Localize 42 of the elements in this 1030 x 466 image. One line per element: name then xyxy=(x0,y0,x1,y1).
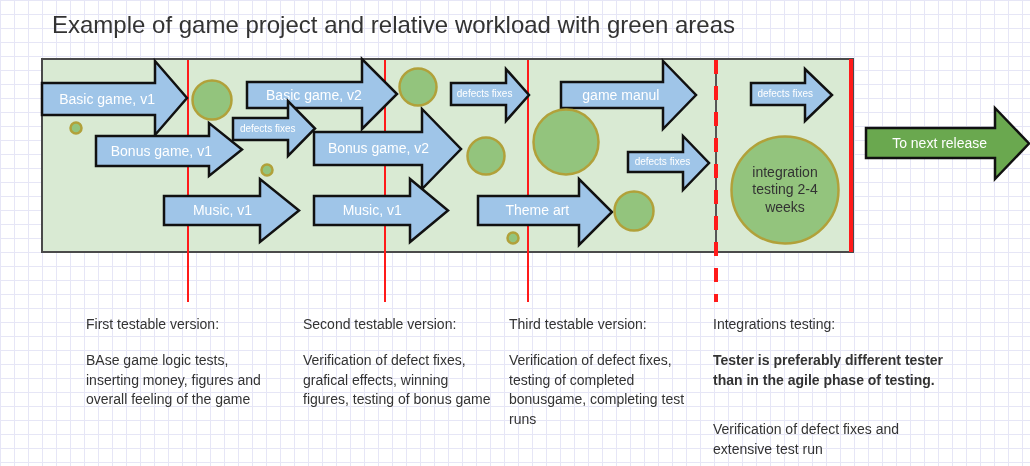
workload-circle xyxy=(506,231,520,245)
task-bar xyxy=(313,178,449,243)
note-text: Verification of defect fixes, testing of completed bonusgame, completing test runs xyxy=(509,351,686,429)
workload-circle xyxy=(466,136,506,176)
note-text: Verification of defect fixes and extensive test run xyxy=(713,420,900,459)
arrow-label: Basic game, v2 xyxy=(265,85,363,105)
workload-circle xyxy=(613,190,655,232)
arrow-label: defects fixes xyxy=(238,121,297,136)
task-bar xyxy=(477,178,613,246)
column-heading: Integrations testing: xyxy=(713,315,837,334)
arrow-label: Music, v1 xyxy=(341,201,403,221)
column-heading: First testable version: xyxy=(86,315,221,334)
arrow-label: defects fixes xyxy=(455,86,514,101)
arrow-label: Bonus game, v2 xyxy=(326,139,431,159)
workload-circle xyxy=(730,135,840,245)
workload-circle xyxy=(191,79,233,121)
task-bar xyxy=(450,68,530,122)
note-text: Tester is preferably different tester than in the agile phase of testing. xyxy=(713,351,945,390)
task-bar xyxy=(163,178,300,243)
column-heading: Second testable version: xyxy=(303,315,458,334)
task-bar xyxy=(865,107,1030,180)
task-bar xyxy=(313,108,462,190)
arrow-label: Basic game, v1 xyxy=(58,89,156,109)
workload-circle xyxy=(260,163,274,177)
arrow-label: defects fixes xyxy=(633,154,692,169)
timeline-band xyxy=(41,58,854,253)
arrow-label: defects fixes xyxy=(756,86,814,101)
diagram-title: Example of game project and relative workload with green areas xyxy=(52,11,736,39)
task-bar xyxy=(627,135,710,191)
arrow-label: Theme art xyxy=(504,201,571,221)
arrow-label: Bonus game, v1 xyxy=(109,141,213,161)
note-text: BAse game logic tests, inserting money, figures and overall feeling of the game xyxy=(86,351,262,409)
arrow-label: To next release xyxy=(891,133,989,153)
workload-circle xyxy=(398,67,438,107)
task-bar xyxy=(750,68,833,122)
workload-circle xyxy=(69,121,83,135)
workload-circle xyxy=(532,108,600,176)
note-text: Verification of defect fixes, grafical effects, winning figures, testing of bonus game xyxy=(303,351,492,409)
arrow-label: game manul xyxy=(581,85,661,105)
column-heading: Third testable version: xyxy=(509,315,648,334)
arrow-label: Music, v1 xyxy=(191,201,254,221)
task-bar xyxy=(41,60,188,136)
